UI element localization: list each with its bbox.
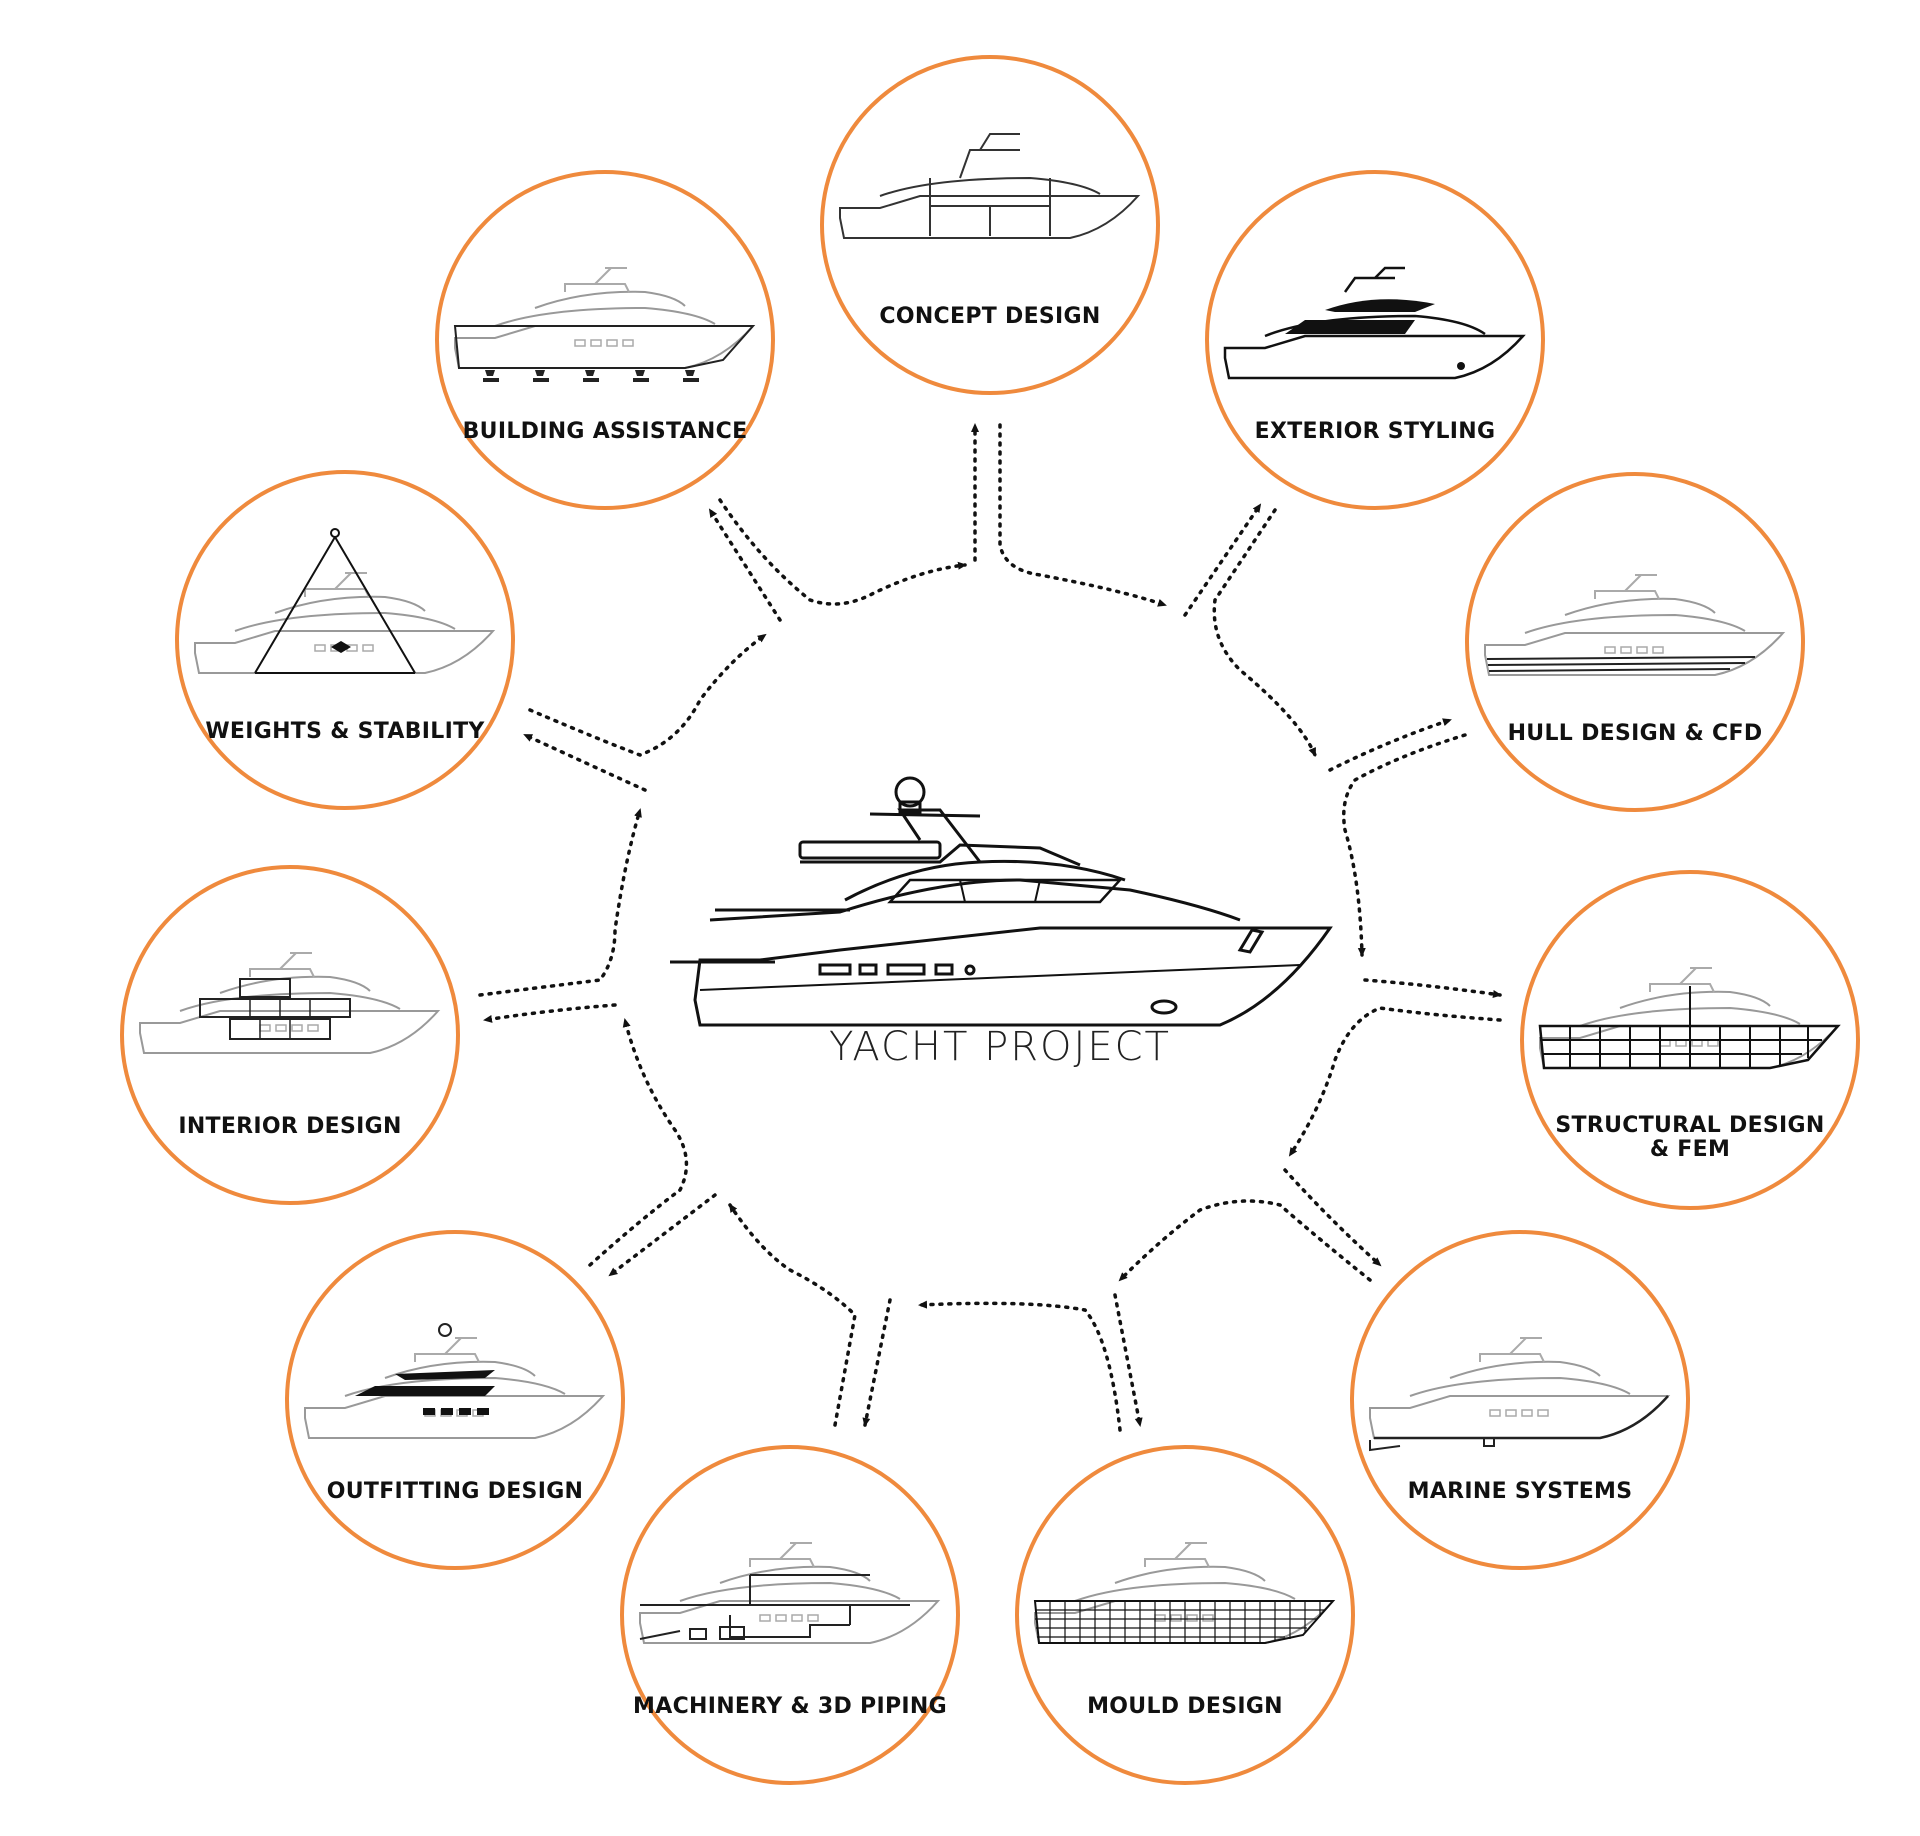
stage-interior-design[interactable]: INTERIOR DESIGN — [120, 865, 460, 1205]
stage-machinery-3d-piping[interactable]: MACHINERY & 3D PIPING — [620, 1445, 960, 1785]
yacht-styled-windows-icon — [1223, 266, 1526, 380]
stage-label-line2: & FEM — [1650, 1137, 1730, 1162]
yacht-hull-lines-icon — [1484, 574, 1784, 676]
stage-outfitting-design[interactable]: OUTFITTING DESIGN — [285, 1230, 625, 1570]
yacht-mould-mesh-icon — [1033, 1542, 1336, 1644]
stage-marine-systems[interactable]: MARINE SYSTEMS — [1350, 1230, 1690, 1570]
center-title: YACHT PROJECT — [829, 1024, 1171, 1070]
stage-building-assistance[interactable]: BUILDING ASSISTANCE — [435, 170, 775, 510]
yacht-icon — [670, 776, 1333, 1027]
stage-label: INTERIOR DESIGN — [178, 1114, 401, 1139]
yacht-profile-outline-icon — [839, 133, 1141, 239]
yacht-cradle-supports-icon — [453, 267, 756, 382]
stage-label: MARINE SYSTEMS — [1408, 1479, 1633, 1504]
yacht-structure-grid-icon — [1538, 967, 1841, 1070]
stage-exterior-styling[interactable]: EXTERIOR STYLING — [1205, 170, 1545, 510]
yacht-interior-layout-icon — [139, 952, 439, 1054]
stage-label: BUILDING ASSISTANCE — [463, 419, 748, 444]
stage-label: WEIGHTS & STABILITY — [205, 719, 485, 744]
stage-mould-design[interactable]: MOULD DESIGN — [1015, 1445, 1355, 1785]
yacht-marine-systems-icon — [1369, 1337, 1669, 1452]
stage-label: STRUCTURAL DESIGN — [1555, 1113, 1824, 1138]
stage-label: MOULD DESIGN — [1087, 1694, 1283, 1719]
stage-weights-stability[interactable]: WEIGHTS & STABILITY — [175, 470, 515, 810]
stage-label: HULL DESIGN & CFD — [1508, 721, 1763, 746]
stage-label: MACHINERY & 3D PIPING — [633, 1694, 947, 1719]
stage-label: EXTERIOR STYLING — [1255, 419, 1496, 444]
stage-concept-design[interactable]: CONCEPT DESIGN — [820, 55, 1160, 395]
stage-label: OUTFITTING DESIGN — [327, 1479, 584, 1504]
center-yacht-project: YACHT PROJECT — [670, 776, 1333, 1070]
stage-bubbles: CONCEPT DESIGN EXTERIOR STYLING HULL DES… — [120, 55, 1860, 1785]
flow-arrows — [478, 423, 1502, 1432]
stage-structural-design-fem[interactable]: STRUCTURAL DESIGN & FEM — [1520, 870, 1860, 1210]
yacht-piping-icon — [639, 1542, 939, 1644]
yacht-lifting-icon — [194, 528, 494, 674]
stage-label: CONCEPT DESIGN — [879, 304, 1100, 329]
yacht-outfitting-icon — [304, 1323, 604, 1439]
stage-hull-design-cfd[interactable]: HULL DESIGN & CFD — [1465, 472, 1805, 812]
